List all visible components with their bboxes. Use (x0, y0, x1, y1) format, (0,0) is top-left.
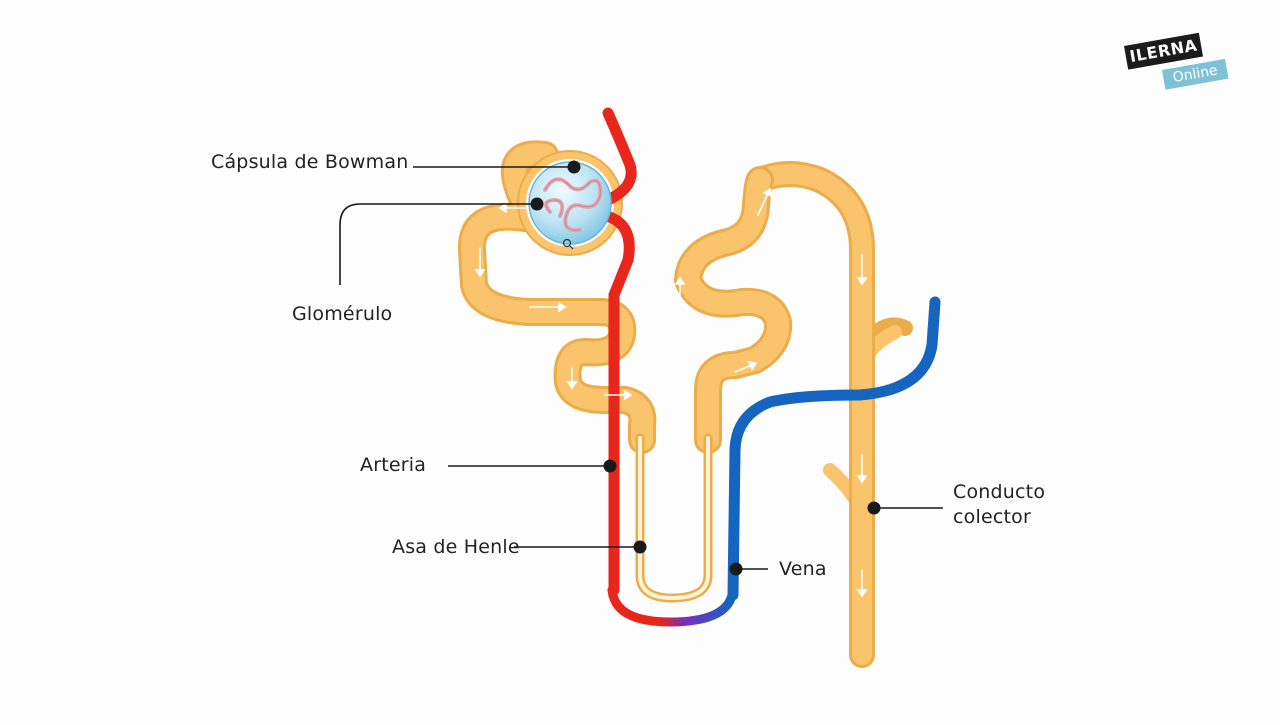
vein (727, 296, 941, 601)
dot-henle (633, 540, 647, 554)
dot-arteria (603, 459, 617, 473)
label-loop-of-henle: Asa de Henle (392, 536, 520, 558)
label-artery: Arteria (360, 454, 427, 476)
artery (595, 107, 637, 596)
leader-dots (530, 160, 881, 576)
label-collecting-duct-line2: colector (953, 506, 1031, 528)
loop-of-henle (635, 433, 713, 603)
flow-arrow-icon (474, 187, 868, 598)
dot-bowman (567, 160, 581, 174)
zoom-cursor-icon (562, 238, 574, 250)
label-glomerulus: Glomérulo (292, 303, 393, 325)
label-bowman-capsule: Cápsula de Bowman (211, 151, 409, 173)
label-collecting-duct: Conducto colector (953, 480, 1045, 530)
leader-glomerulo (339, 203, 537, 285)
ilerna-online-logo: ILERNA Online (1124, 32, 1229, 96)
logo-online-text: Online (1162, 58, 1229, 90)
dot-vena (729, 562, 743, 576)
leader-lines (339, 166, 943, 570)
dot-glomerulo (530, 197, 544, 211)
label-vein: Vena (779, 558, 827, 580)
label-collecting-duct-line1: Conducto (953, 481, 1046, 503)
dot-colector (867, 501, 881, 515)
collecting-duct (747, 161, 913, 668)
capillary-network (607, 457, 740, 627)
